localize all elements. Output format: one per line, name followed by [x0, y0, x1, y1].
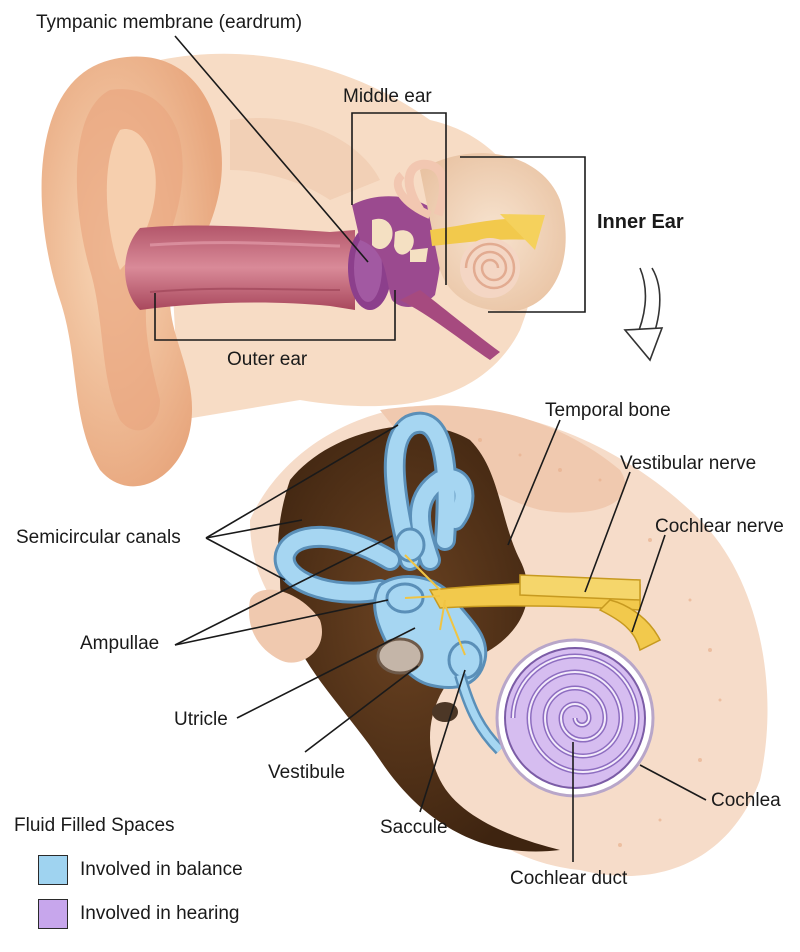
semicircular-canals [276, 414, 472, 601]
label-cochlear-nerve: Cochlear nerve [655, 516, 784, 537]
inner-ear-section [393, 153, 566, 311]
legend-hearing-text: Involved in hearing [80, 903, 240, 924]
top-leader-lines [154, 35, 586, 341]
eustachian-tube [400, 290, 500, 360]
label-vestibule: Vestibule [268, 762, 346, 783]
label-utricle: Utricle [174, 709, 228, 730]
label-outer-ear: Outer ear [227, 349, 308, 370]
legend-title: Fluid Filled Spaces [14, 815, 175, 836]
nerves [404, 554, 662, 656]
ear-canal [125, 225, 355, 310]
label-tympanic-membrane: Tympanic membrane (eardrum) [36, 12, 303, 33]
legend-item-hearing: Involved in hearing [38, 899, 240, 929]
legend-item-balance: Involved in balance [38, 855, 243, 885]
label-temporal-bone: Temporal bone [545, 400, 671, 421]
label-semicircular-canals: Semicircular canals [16, 527, 181, 548]
label-vestibular-nerve: Vestibular nerve [620, 453, 757, 474]
hearing-swatch [38, 899, 68, 929]
bottom-leader-lines [174, 419, 707, 862]
label-ampullae: Ampullae [80, 633, 160, 654]
outer-ear-section [41, 53, 536, 487]
legend-balance-text: Involved in balance [80, 859, 243, 880]
label-cochlea: Cochlea [711, 790, 781, 811]
label-saccule: Saccule [380, 817, 448, 838]
balance-swatch [38, 855, 68, 885]
middle-ear-section [348, 196, 500, 360]
cochlea [495, 638, 655, 798]
label-cochlear-duct: Cochlear duct [510, 868, 628, 889]
label-inner-ear: Inner Ear [597, 211, 684, 233]
label-middle-ear: Middle ear [343, 86, 432, 107]
inner-ear-detail [249, 404, 768, 876]
arrow-icon [623, 267, 664, 362]
